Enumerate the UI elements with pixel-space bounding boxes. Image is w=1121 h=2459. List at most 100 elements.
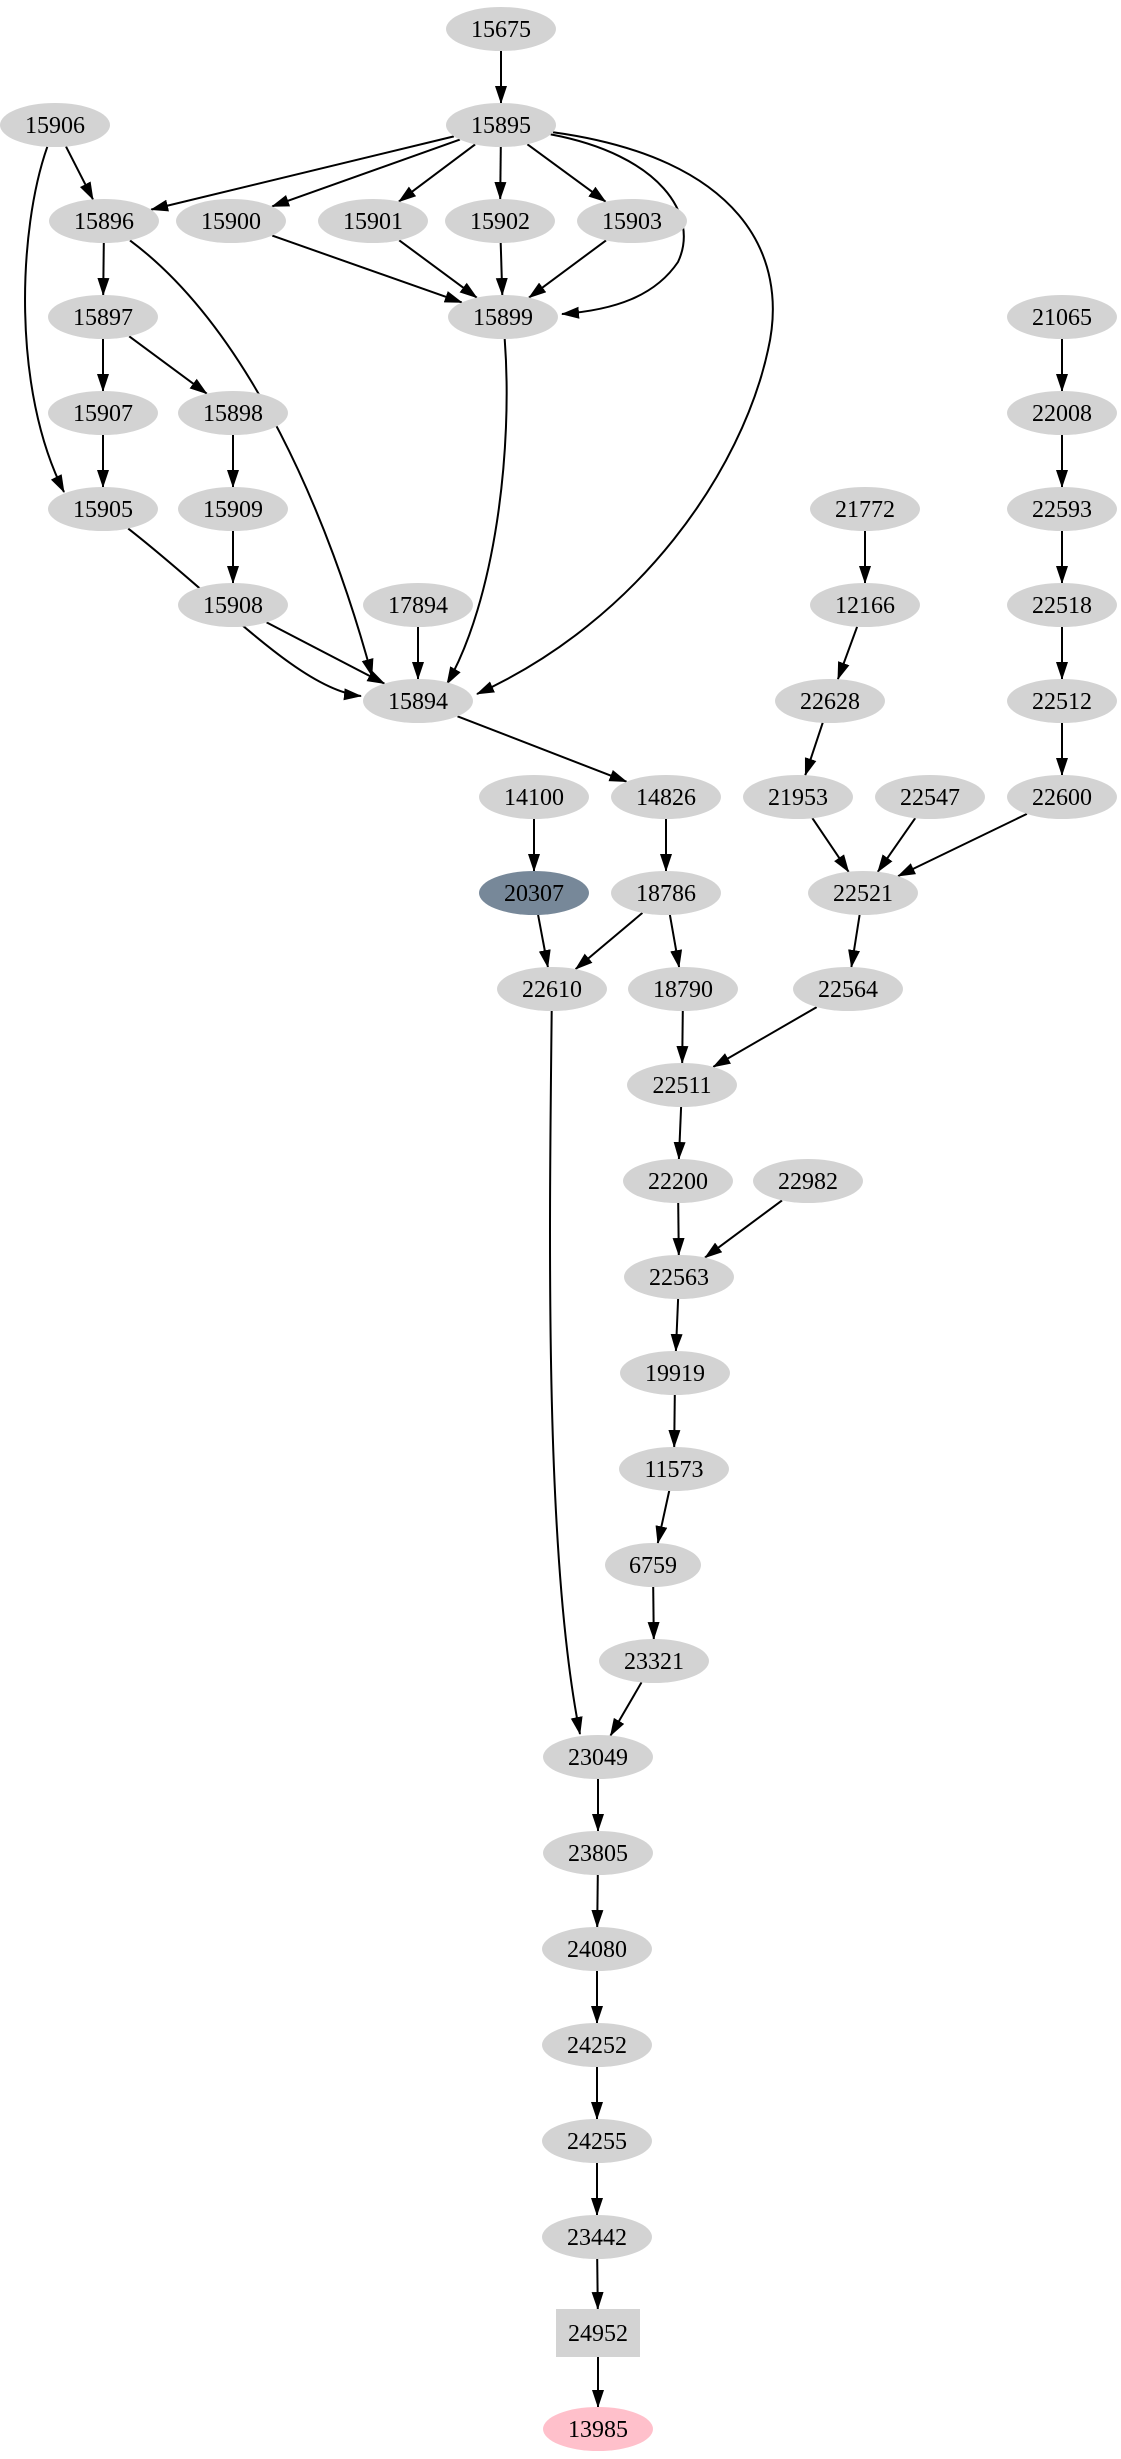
node-label-22610: 22610: [522, 977, 582, 1003]
node-label-23442: 23442: [567, 2225, 627, 2251]
node-label-12166: 12166: [835, 593, 895, 619]
edge-11573-6759: [655, 1490, 671, 1545]
edge-15895-15900: [271, 138, 461, 208]
node-label-15897: 15897: [73, 305, 133, 331]
node-22593: 22593: [1007, 487, 1117, 531]
node-label-21065: 21065: [1032, 305, 1092, 331]
node-22200: 22200: [623, 1159, 733, 1203]
node-label-22564: 22564: [818, 977, 878, 1003]
node-label-23805: 23805: [568, 1841, 628, 1867]
node-12166: 12166: [810, 583, 920, 627]
node-ellipse-15895: [446, 103, 556, 147]
node-ellipse-15897: [48, 295, 158, 339]
edge-23321-23049: [609, 1681, 643, 1737]
node-label-15899: 15899: [473, 305, 533, 331]
node-label-15902: 15902: [470, 209, 530, 235]
node-15899: 15899: [448, 295, 558, 339]
edge-23805-24080: [591, 1874, 604, 1928]
node-box-24952: [556, 2309, 640, 2357]
node-ellipse-15901: [318, 199, 428, 243]
node-ellipse-22563: [624, 1255, 734, 1299]
node-ellipse-22518: [1007, 583, 1117, 627]
node-ellipse-12166: [810, 583, 920, 627]
node-ellipse-21065: [1007, 295, 1117, 339]
node-ellipse-21772: [810, 487, 920, 531]
node-ellipse-23049: [543, 1735, 653, 1779]
node-21953: 21953: [743, 775, 853, 819]
node-label-15675: 15675: [471, 17, 531, 43]
node-22600: 22600: [1007, 775, 1117, 819]
node-ellipse-22593: [1007, 487, 1117, 531]
node-ellipse-15675: [446, 7, 556, 51]
edge-18786-22610: [574, 912, 644, 970]
node-label-15909: 15909: [203, 497, 263, 523]
node-ellipse-22200: [623, 1159, 733, 1203]
node-ellipse-15907: [48, 391, 158, 435]
node-ellipse-24252: [542, 2023, 652, 2067]
node-15900: 15900: [176, 199, 286, 243]
node-11573: 11573: [619, 1447, 729, 1491]
node-ellipse-15906: [0, 103, 110, 147]
node-ellipse-6759: [605, 1543, 701, 1587]
node-22610: 22610: [497, 967, 607, 1011]
node-label-22563: 22563: [649, 1265, 709, 1291]
node-ellipse-19919: [620, 1351, 730, 1395]
edge-15895-15903: [526, 143, 607, 203]
node-21065: 21065: [1007, 295, 1117, 339]
node-15898: 15898: [178, 391, 288, 435]
edge-12166-22628: [836, 626, 859, 681]
node-label-13985: 13985: [568, 2417, 628, 2443]
node-24252: 24252: [542, 2023, 652, 2067]
node-label-22600: 22600: [1032, 785, 1092, 811]
node-14100: 14100: [479, 775, 589, 819]
node-15905: 15905: [48, 487, 158, 531]
node-label-15901: 15901: [343, 209, 403, 235]
node-ellipse-24255: [542, 2119, 652, 2163]
node-label-24952: 24952: [568, 2321, 628, 2347]
node-ellipse-22008: [1007, 391, 1117, 435]
node-15902: 15902: [445, 199, 555, 243]
node-label-14100: 14100: [504, 785, 564, 811]
node-label-22593: 22593: [1032, 497, 1092, 523]
node-label-21953: 21953: [768, 785, 828, 811]
node-label-24255: 24255: [567, 2129, 627, 2155]
edge-15905-15894: [127, 527, 362, 701]
node-15906: 15906: [0, 103, 110, 147]
node-23321: 23321: [599, 1639, 709, 1683]
node-22563: 22563: [624, 1255, 734, 1299]
node-15901: 15901: [318, 199, 428, 243]
node-ellipse-22610: [497, 967, 607, 1011]
edge-22628-21953: [804, 722, 824, 777]
edge-15899-15894: [446, 338, 508, 685]
node-ellipse-18790: [628, 967, 738, 1011]
node-21772: 21772: [810, 487, 920, 531]
node-22982: 22982: [753, 1159, 863, 1203]
node-label-24252: 24252: [567, 2033, 627, 2059]
edge-15906-15896: [65, 146, 94, 201]
node-18790: 18790: [628, 967, 738, 1011]
edge-15900-15899: [271, 234, 463, 304]
node-24255: 24255: [542, 2119, 652, 2163]
node-label-18790: 18790: [653, 977, 713, 1003]
node-24952: 24952: [556, 2309, 640, 2357]
node-24080: 24080: [542, 1927, 652, 1971]
node-15896: 15896: [49, 199, 159, 243]
node-label-15896: 15896: [74, 209, 134, 235]
edge-15906-15905: [24, 146, 65, 493]
node-15907: 15907: [48, 391, 158, 435]
node-ellipse-23321: [599, 1639, 709, 1683]
edge-23442-24952: [591, 2258, 604, 2310]
edge-15903-15899: [528, 239, 607, 299]
edge-15894-14826: [457, 715, 628, 783]
node-ellipse-23805: [543, 1831, 653, 1875]
node-label-18786: 18786: [636, 881, 696, 907]
node-ellipse-22521: [808, 871, 918, 915]
node-13985: 13985: [543, 2407, 653, 2451]
node-ellipse-22512: [1007, 679, 1117, 723]
edge-22511-22200: [673, 1106, 686, 1160]
node-23805: 23805: [543, 1831, 653, 1875]
node-label-23321: 23321: [624, 1649, 684, 1675]
